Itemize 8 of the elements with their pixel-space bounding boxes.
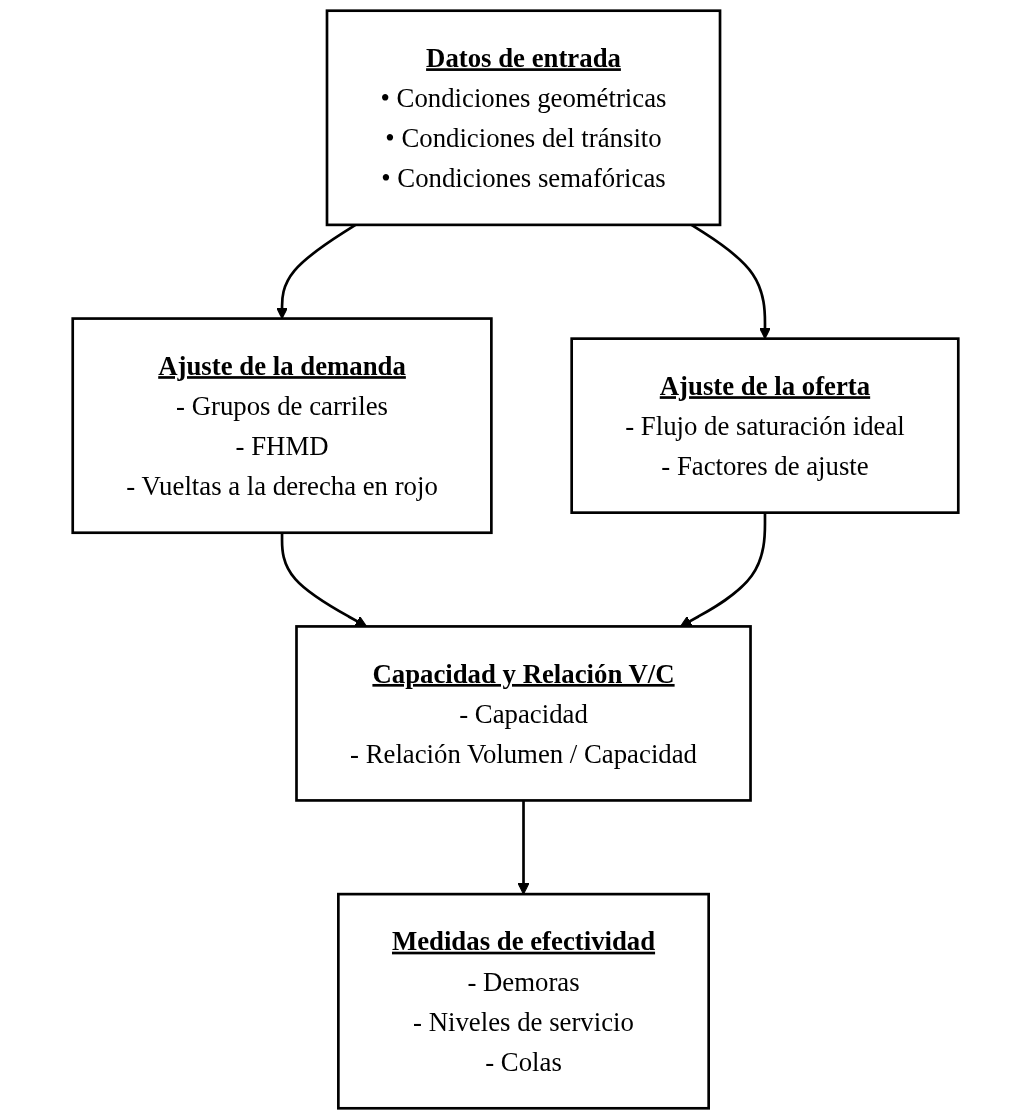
arrow <box>517 800 530 895</box>
arrow <box>679 512 767 627</box>
arrow <box>280 532 368 627</box>
node-box: Datos de entrada • Condiciones geométricas • Condiciones del tránsito • Condiciones semafóricas <box>325 9 722 227</box>
node-box: Medidas de efectividad - Demoras - Niveles de servicio - Colas <box>337 892 710 1110</box>
node-box: Ajuste de la demanda - Grupos de carriles - FHMD - Vueltas a la derecha en rojo <box>71 317 493 535</box>
node-box: Capacidad y Relación V/C - Capacidad - Relación Volumen / Capacidad <box>295 625 752 802</box>
node-box: Ajuste de la oferta - Flujo de saturación ideal - Factores de ajuste <box>570 337 960 514</box>
